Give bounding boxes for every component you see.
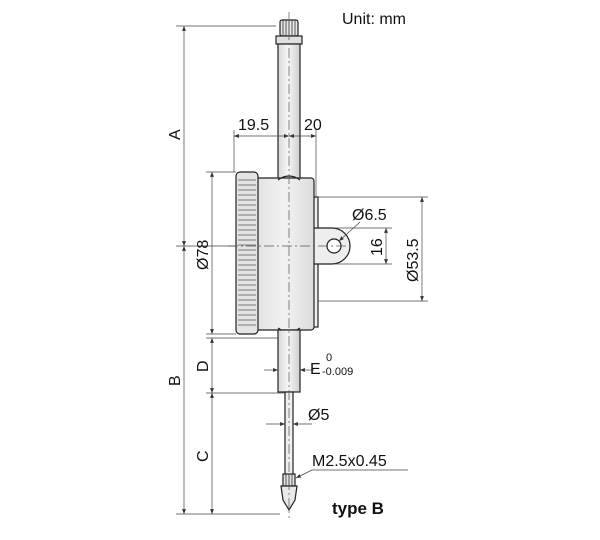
back-diameter-label: Ø53.5 — [405, 238, 422, 282]
dimension-lines — [176, 25, 428, 515]
lug-height-label: 16 — [369, 238, 386, 256]
stem-letter-label: E — [310, 361, 321, 378]
dim-c-label: C — [195, 450, 212, 462]
lug-hole-label: Ø6.5 — [352, 207, 387, 224]
spindle-diameter-label: Ø5 — [308, 407, 329, 424]
indicator-part — [228, 12, 352, 518]
stem-tol-upper-label: 0 — [326, 352, 332, 364]
dim-d-label: D — [195, 360, 212, 372]
dim-a-label: A — [167, 129, 184, 140]
back-offset-label: 19.5 — [238, 117, 269, 134]
bezel-knurl — [235, 171, 259, 335]
unit-label: Unit: mm — [342, 11, 406, 28]
main-body — [255, 177, 315, 331]
type-label: type B — [332, 499, 384, 518]
dial-diameter-label: Ø78 — [195, 240, 212, 270]
dim-b-label: B — [167, 375, 184, 386]
thread-label: M2.5x0.45 — [312, 453, 387, 470]
stem-tol-lower-label: -0.009 — [322, 366, 353, 378]
front-offset-label: 20 — [304, 117, 322, 134]
